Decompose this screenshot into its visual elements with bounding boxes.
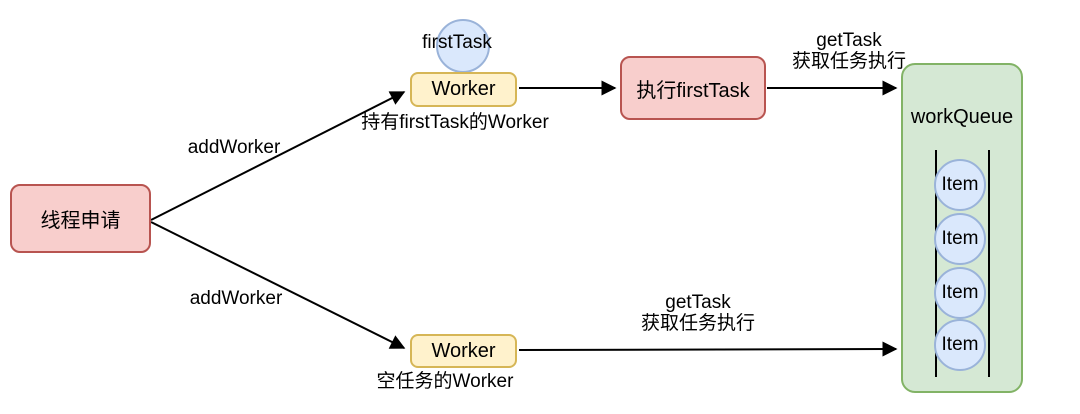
edge-addworker-top-line <box>150 91 406 221</box>
node-thread-request-label: 线程申请 <box>40 210 121 232</box>
node-execute-firsttask: 执行firstTask <box>620 56 766 120</box>
edge-label-gettask-top: getTask 获取任务执行 <box>792 30 906 72</box>
queue-item-label: Item <box>941 282 979 303</box>
queue-item-label: Item <box>941 334 979 355</box>
queue-item-label: Item <box>941 174 979 195</box>
edge-label-gettask-top-line2: 获取任务执行 <box>791 51 907 72</box>
queue-item: Item <box>934 159 986 211</box>
edge-addworker-bottom-line <box>150 221 406 349</box>
node-thread-request: 线程申请 <box>10 184 151 253</box>
node-worker-bottom-label: Worker <box>431 339 496 362</box>
edge-label-gettask-top-line1: getTask <box>816 30 882 51</box>
edge-label-gettask-bottom-line1: getTask <box>665 292 731 313</box>
queue-item: Item <box>934 319 986 371</box>
first-task-label: firstTask <box>422 32 492 53</box>
edge-label-gettask-bottom-line2: 获取任务执行 <box>640 313 756 334</box>
worker-top-caption: 持有firstTask的Worker <box>361 112 549 133</box>
node-worker-top: Worker <box>410 72 517 107</box>
queue-item: Item <box>934 267 986 319</box>
node-worker-top-label: Worker <box>431 78 496 100</box>
work-queue-title: workQueue <box>910 106 1014 128</box>
queue-item: Item <box>934 213 986 265</box>
node-execute-firsttask-label: 执行firstTask <box>636 79 750 102</box>
node-work-queue: workQueue Item Item Item Item <box>901 63 1023 393</box>
queue-item-label: Item <box>941 228 979 249</box>
queue-rail-left <box>935 150 937 377</box>
queue-rail-right <box>988 150 990 377</box>
edge-label-addworker-bottom: addWorker <box>189 288 283 309</box>
edge-label-addworker-top: addWorker <box>187 137 281 158</box>
worker-bottom-caption: 空任务的Worker <box>376 371 514 392</box>
node-worker-bottom: Worker <box>410 334 517 368</box>
edge-gettask-bottom-line <box>518 341 898 357</box>
edge-label-gettask-bottom: getTask 获取任务执行 <box>641 292 755 334</box>
